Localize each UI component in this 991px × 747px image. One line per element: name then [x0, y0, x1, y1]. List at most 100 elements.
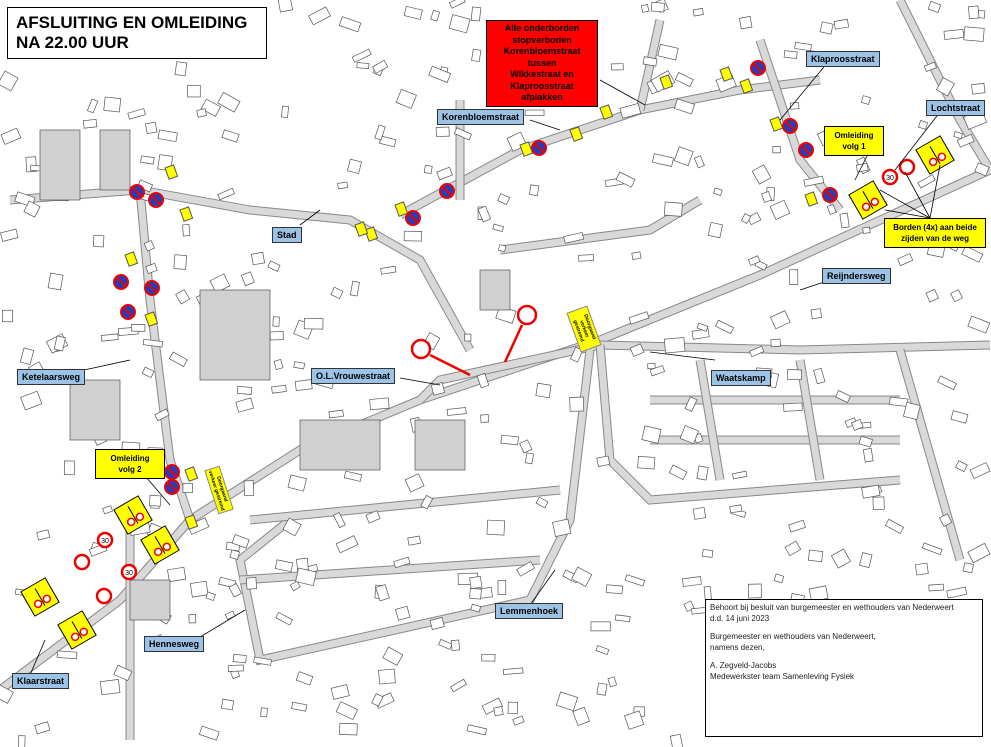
building [351, 48, 372, 63]
building [786, 369, 802, 381]
no-parking-sign-icon [164, 479, 180, 495]
building [921, 542, 943, 555]
building [469, 587, 482, 600]
building [82, 118, 98, 129]
building [471, 48, 482, 63]
detour-sign-icon [915, 135, 955, 175]
building [448, 14, 471, 34]
building [235, 397, 255, 413]
alert-line: Korenbloemstraat tussen [503, 46, 581, 68]
building [493, 706, 504, 717]
sub-sign-icon [569, 126, 584, 142]
road-closed-sign-icon [95, 587, 113, 605]
leader-line [529, 119, 561, 131]
detour-arrow [71, 621, 83, 639]
building [20, 390, 43, 411]
detour-circle [42, 594, 52, 604]
building [693, 155, 705, 169]
building [245, 577, 258, 590]
detour-circle [928, 157, 938, 167]
building [696, 465, 709, 481]
street-label-olvrouwestraat: O.L.Vrouwestraat [311, 368, 396, 384]
detour-sign-icon [113, 495, 153, 535]
building [0, 70, 19, 92]
no-parking-sign-icon [113, 274, 129, 290]
street-label-stad: Stad [272, 227, 302, 243]
building [23, 200, 41, 218]
building [466, 724, 488, 736]
no-parking-sign-icon [144, 280, 160, 296]
building [684, 396, 698, 412]
building [187, 84, 201, 98]
building [713, 187, 723, 196]
street-label-korenbloemstraat: Korenbloemstraat [437, 109, 525, 125]
building [605, 584, 624, 595]
building [395, 88, 417, 109]
building [403, 230, 423, 242]
leader-line [879, 189, 931, 219]
no-parking-sign-icon [798, 142, 814, 158]
building [935, 77, 955, 97]
building [99, 679, 121, 696]
road [249, 486, 561, 524]
building [747, 255, 761, 266]
note-line: Behoort bij besluit van burgemeester en … [710, 603, 954, 612]
road [796, 359, 824, 481]
building [578, 254, 594, 262]
building [740, 213, 752, 224]
building [596, 682, 608, 696]
alert-note: Alle onderborden stopverboden Korenbloem… [486, 20, 598, 107]
building [552, 518, 572, 537]
street-label-klaarstraat: Klaarstraat [12, 673, 70, 689]
building [732, 470, 748, 480]
building [0, 127, 22, 145]
building [281, 105, 290, 118]
road [596, 344, 901, 504]
building [590, 621, 611, 632]
building [295, 671, 314, 686]
building [925, 288, 939, 303]
building [274, 559, 294, 573]
building [36, 529, 51, 541]
building [430, 9, 441, 22]
building [291, 701, 308, 712]
building [403, 5, 423, 20]
building [167, 566, 187, 583]
detour-sign-icon [140, 525, 180, 565]
building [141, 366, 155, 379]
building [769, 199, 791, 220]
building [231, 534, 250, 549]
building [524, 109, 545, 116]
no-parking-sign-icon [531, 140, 547, 156]
building [512, 715, 525, 726]
building [168, 351, 188, 368]
building [1, 309, 14, 323]
building [903, 401, 921, 420]
building [833, 18, 850, 30]
building [624, 574, 646, 587]
leader-line [194, 609, 246, 641]
road-closed-sign-icon: 30 [120, 563, 138, 581]
building [679, 425, 700, 445]
building [188, 614, 197, 624]
building [748, 583, 762, 599]
no-parking-slash [146, 282, 158, 294]
road [236, 349, 594, 665]
building [102, 505, 114, 515]
building [535, 496, 549, 509]
building [100, 333, 119, 342]
sub-sign-icon [719, 66, 734, 82]
building [275, 611, 293, 626]
building [692, 507, 707, 520]
detour-circle [162, 542, 172, 552]
building [240, 271, 255, 287]
building [851, 418, 864, 431]
building [861, 484, 881, 499]
no-parking-slash [166, 481, 178, 493]
building [420, 494, 434, 510]
building [438, 638, 453, 650]
building [47, 272, 64, 291]
building [56, 650, 78, 660]
building [221, 129, 240, 143]
building [830, 548, 851, 569]
